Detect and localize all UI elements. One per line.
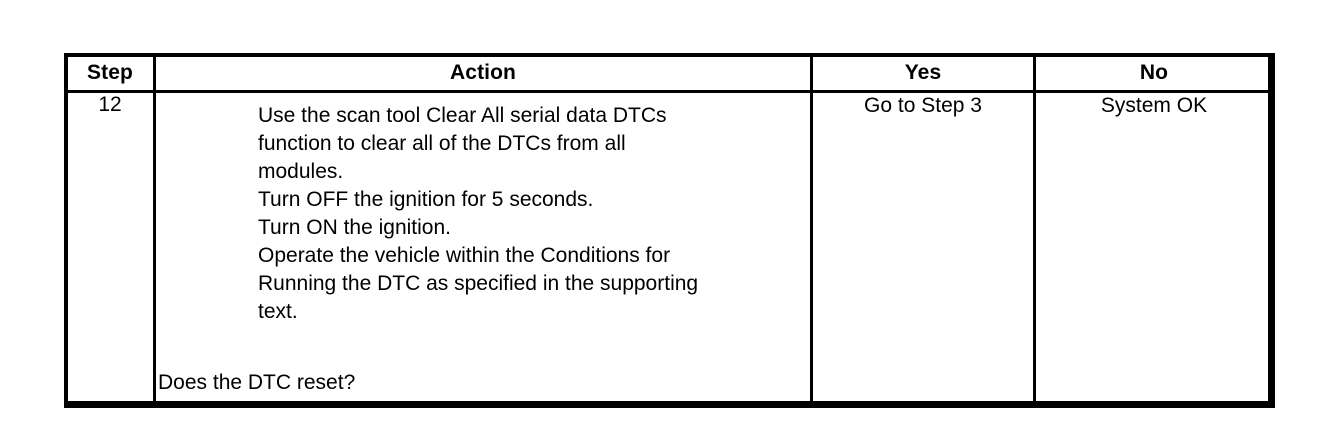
no-answer-cell: System OK: [1033, 90, 1275, 408]
action-line: Use the scan tool Clear All serial data …: [258, 104, 667, 127]
column-header-no: No: [1033, 53, 1275, 93]
table-row: 12 Use the scan tool Clear All serial da…: [64, 90, 1275, 408]
action-instruction-list: Use the scan tool Clear All serial data …: [258, 102, 804, 326]
action-cell-inner: Use the scan tool Clear All serial data …: [156, 93, 810, 405]
column-header-yes: Yes: [810, 53, 1036, 93]
action-line: Operate the vehicle within the Condition…: [258, 244, 671, 267]
yes-answer-text: Go to Step 3: [864, 94, 982, 117]
no-answer-text: System OK: [1100, 94, 1208, 117]
action-line: Turn ON the ignition.: [258, 216, 451, 239]
action-line: modules.: [258, 160, 344, 183]
diagnostic-step-table: Step Action Yes No 12 Use the scan tool …: [64, 53, 1275, 408]
action-line: Turn OFF the ignition for 5 seconds.: [258, 188, 594, 211]
action-question: Does the DTC reset?: [158, 371, 356, 394]
action-cell: Use the scan tool Clear All serial data …: [153, 90, 813, 408]
action-line: Running the DTC as specified in the supp…: [258, 272, 699, 295]
action-line: text.: [258, 300, 298, 323]
column-header-action: Action: [153, 53, 813, 93]
table-header-row: Step Action Yes No: [64, 53, 1275, 93]
action-line: function to clear all of the DTCs from a…: [258, 132, 626, 155]
yes-answer-cell: Go to Step 3: [810, 90, 1036, 408]
step-number-cell: 12: [64, 90, 156, 408]
column-header-step: Step: [64, 53, 156, 93]
